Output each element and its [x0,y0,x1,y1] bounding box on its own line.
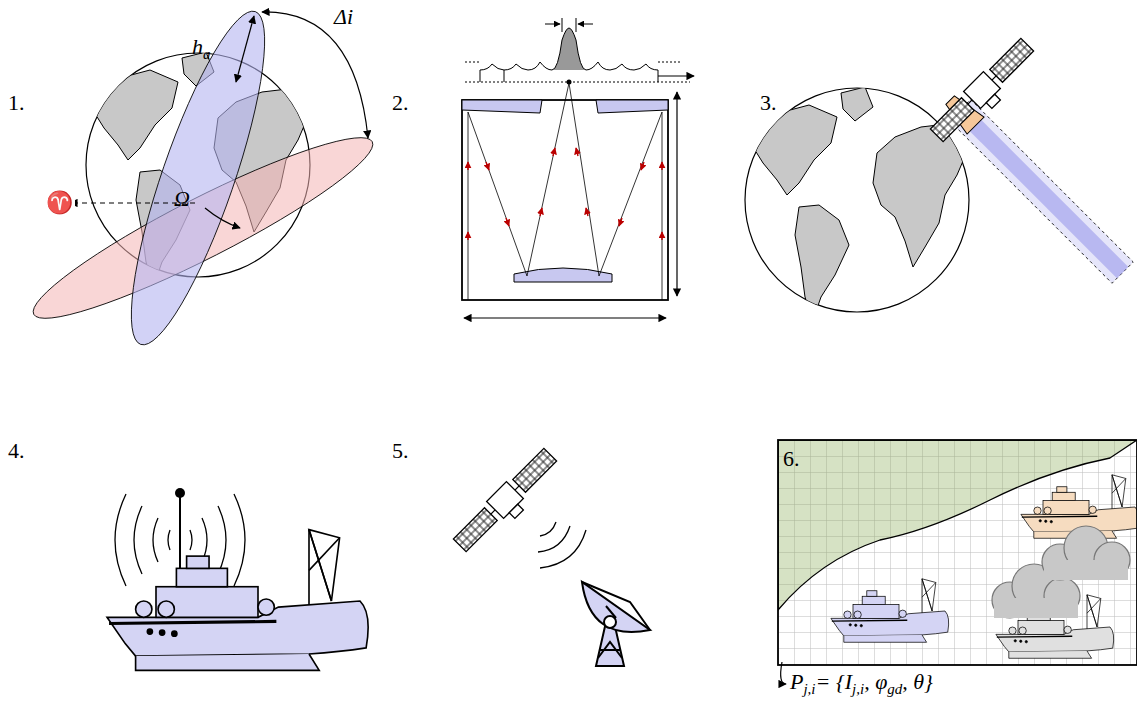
panel-number: 6. [783,448,800,470]
equinox-symbol: ♈ [44,192,75,214]
symbol: P [790,669,803,694]
symbol: h [192,34,203,59]
panel-number: 4. [8,440,25,462]
downlink [451,446,650,666]
detection-map [778,440,1137,684]
symbol: = {I [816,669,852,694]
observation-swath [745,36,1133,320]
subscript: j,i [803,681,815,697]
panel-number: 3. [760,92,777,114]
node-label: Ω [174,188,190,210]
subscript: gd [887,681,902,697]
panel-number: 2. [392,92,409,114]
parameter-set: Pj,i= {Ij,i, φgd, θ} [790,671,933,697]
altitude-label: ha [192,36,211,62]
symbol: , φ [864,669,887,694]
telescope [462,18,694,318]
subscript: a [203,46,211,62]
globe-orbits [20,0,386,356]
panel-number: 1. [8,92,25,114]
angle-label: Δi [334,6,353,28]
panel-number: 5. [392,440,409,462]
symbol: , θ} [902,669,933,694]
vessel-transmitter [107,488,368,670]
subscript: j,i [852,681,864,697]
